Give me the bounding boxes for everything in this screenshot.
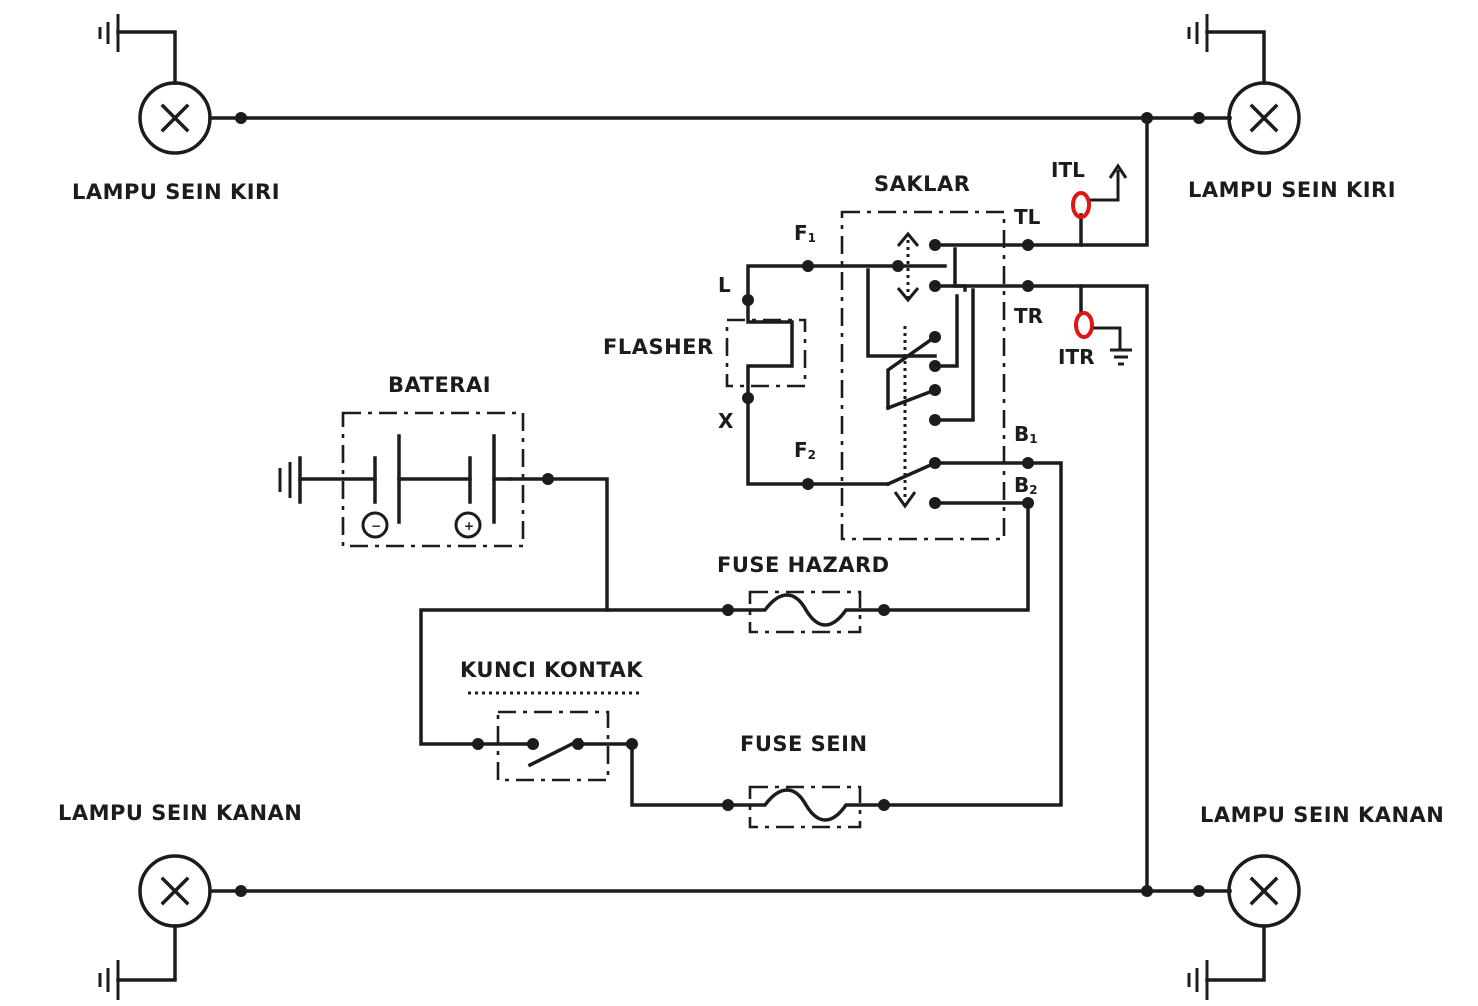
lamp-bottom-left-label: LAMPU SEIN KANAN — [58, 801, 302, 825]
flasher — [725, 298, 807, 400]
battery — [278, 411, 525, 548]
fuse-hazard-label: FUSE HAZARD — [717, 553, 890, 577]
itl-label: ITL — [1051, 158, 1085, 182]
fuse-sein-label: FUSE SEIN — [740, 732, 868, 756]
switch-box — [840, 210, 1006, 541]
ignition-key-label: KUNCI KONTAK — [460, 658, 643, 682]
l-label: L — [718, 273, 731, 297]
lamp-bottom-right-label: LAMPU SEIN KANAN — [1200, 803, 1444, 827]
ignition-key — [468, 691, 640, 782]
indicator-itl — [1071, 163, 1128, 219]
battery-minus-label: − — [371, 519, 381, 533]
switch-label: SAKLAR — [874, 172, 970, 196]
b1-label: B1 — [1014, 422, 1038, 446]
battery-plus-label: + — [464, 519, 474, 533]
lamp-top-right-label: LAMPU SEIN KIRI — [1188, 178, 1396, 202]
lamp-bottom-right — [1187, 854, 1301, 1000]
tl-label: TL — [1014, 205, 1041, 229]
f2-label: F2 — [794, 438, 816, 462]
indicator-itr — [1074, 311, 1132, 366]
fuse-hazard — [726, 590, 886, 634]
b2-label: B2 — [1014, 473, 1038, 497]
flasher-label: FLASHER — [603, 335, 714, 359]
f1-label: F1 — [794, 221, 816, 245]
wires — [208, 116, 1232, 893]
tr-label: TR — [1014, 304, 1043, 328]
junction-dots — [235, 112, 1205, 897]
fuse-sein — [726, 785, 886, 829]
lamp-top-left-label: LAMPU SEIN KIRI — [72, 180, 280, 204]
lamp-bottom-left — [98, 854, 212, 1000]
lamp-top-right — [1187, 14, 1301, 155]
itr-label: ITR — [1058, 345, 1094, 369]
battery-label: BATERAI — [388, 373, 491, 397]
x-label: X — [718, 409, 734, 433]
lamp-top-left — [98, 14, 212, 155]
